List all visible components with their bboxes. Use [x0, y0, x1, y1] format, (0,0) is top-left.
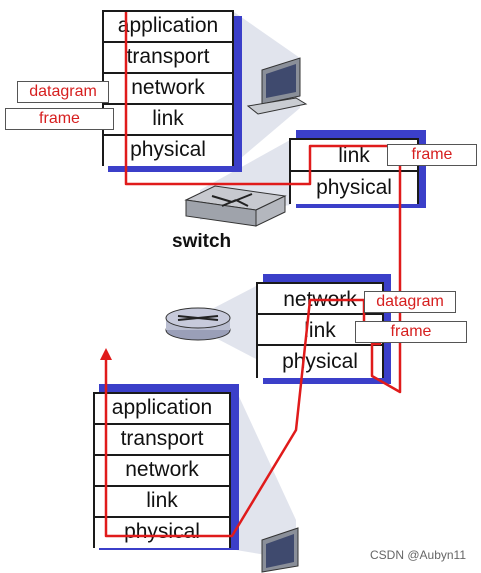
- bottom-layer-link: link: [95, 487, 229, 518]
- top-tag-frame: frame: [5, 108, 114, 130]
- router-tag-frame: frame: [355, 321, 467, 343]
- switch-caption: switch: [172, 231, 232, 252]
- switch-layer-physical: physical: [291, 172, 417, 204]
- bottom-layer-network: network: [95, 456, 229, 487]
- router-layer-physical: physical: [258, 346, 382, 378]
- router-icon: [165, 307, 231, 341]
- router-tag-datagram: datagram: [364, 291, 456, 313]
- watermark: CSDN @Aubyn11: [370, 548, 466, 562]
- switch-icon: [184, 185, 287, 227]
- path-arrowhead: [100, 348, 112, 360]
- bottom-layer-transport: transport: [95, 425, 229, 456]
- top-tag-datagram: datagram: [17, 81, 109, 103]
- bottom-computer-icon: [261, 527, 299, 573]
- top-computer-icon: [246, 57, 308, 115]
- switch-tag-frame: frame: [387, 144, 477, 166]
- bottom-layer-application: application: [95, 394, 229, 425]
